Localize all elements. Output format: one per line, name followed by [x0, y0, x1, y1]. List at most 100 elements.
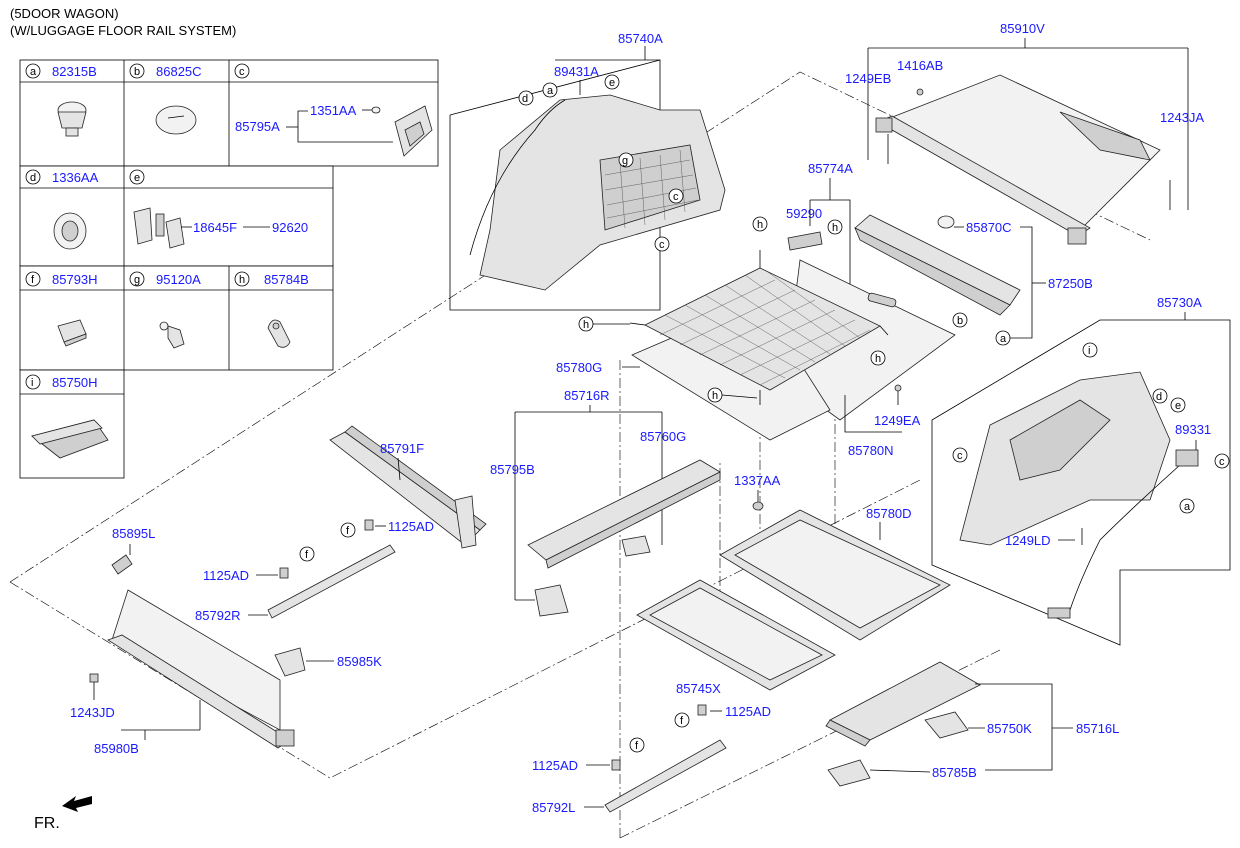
callout-circle [299, 546, 315, 562]
part-85980B[interactable]: 85980B [94, 741, 139, 756]
callout-circle [952, 447, 968, 463]
part-1125AD-a[interactable]: 1125AD [203, 568, 249, 583]
part-85895L[interactable]: 85895L [112, 526, 155, 541]
legend-part-85793H[interactable]: 85793H [52, 272, 98, 287]
part-85774A[interactable]: 85774A [808, 161, 853, 176]
part-1249LD[interactable]: 1249LD [1005, 533, 1051, 548]
grommet-1336AA-drawing [53, 212, 87, 250]
part-89431A[interactable]: 89431A [554, 64, 599, 79]
callout-circle [234, 63, 250, 79]
part-85745X[interactable]: 85745X [676, 681, 721, 696]
part-85750K[interactable]: 85750K [987, 721, 1032, 736]
part-1249EB[interactable]: 1249EB [845, 71, 891, 86]
legend-part-85784B[interactable]: 85784B [264, 272, 309, 287]
part-85795B[interactable]: 85795B [490, 462, 535, 477]
sill-rail-lh-group: 85792L 1125AD 1125AD f f [532, 704, 771, 815]
legend-letter-e: e [134, 172, 140, 184]
callout-letter-h: h [875, 353, 881, 365]
cell-e-assembly: 18645F 92620 [133, 207, 308, 249]
legend-part-92620[interactable]: 92620 [272, 220, 308, 235]
part-1249EA[interactable]: 1249EA [874, 413, 921, 428]
callout-letter-g: g [622, 155, 628, 167]
legend-part-1351AA[interactable]: 1351AA [310, 103, 357, 118]
tonneau-cover-group: 85910V 1249EB 1416AB 1243JA [845, 21, 1204, 245]
part-1125AD-b[interactable]: 1125AD [388, 519, 434, 534]
part-1243JA[interactable]: 1243JA [1160, 110, 1204, 125]
part-1125AD-d[interactable]: 1125AD [725, 704, 771, 719]
front-direction-indicator: FR. [34, 796, 92, 832]
part-85780D[interactable]: 85780D [866, 506, 912, 521]
legend-part-18645F[interactable]: 18645F [193, 220, 237, 235]
part-85870C[interactable]: 85870C [966, 220, 1012, 235]
callout-circle [542, 82, 558, 98]
legend-table: a 82315B b 86825C c d 1336AA e f 85793H … [19, 59, 439, 479]
legend-part-1336AA[interactable]: 1336AA [52, 170, 99, 185]
sill-rail-rh-group: 85792R 1125AD 1125AD f f [195, 519, 434, 623]
callout-letter-f: f [346, 525, 350, 537]
callout-letter-f: f [305, 549, 309, 561]
quarter-trim-rh-group: 85730A 89331 i d e c c a 1249LD [931, 295, 1231, 646]
callout-letter-c: c [659, 239, 665, 251]
callout-circle [1214, 453, 1230, 469]
part-85730A[interactable]: 85730A [1157, 295, 1202, 310]
callout-letter-f: f [680, 715, 684, 727]
callout-letter-a: a [1184, 501, 1191, 513]
part-89331[interactable]: 89331 [1175, 422, 1211, 437]
callout-letter-h: h [712, 390, 718, 402]
rail-lh-group: 85750K 85716L 85785B [825, 661, 1119, 787]
callout-letter-f: f [635, 740, 639, 752]
legend-part-85750H[interactable]: 85750H [52, 375, 98, 390]
callout-letter-b: b [957, 315, 963, 327]
callout-letter-a: a [1000, 333, 1007, 345]
callout-circle [518, 90, 534, 106]
legend-part-82315B[interactable]: 82315B [52, 64, 97, 79]
legend-letter-c: c [239, 66, 245, 78]
part-85792R[interactable]: 85792R [195, 608, 241, 623]
part-85780N[interactable]: 85780N [848, 443, 894, 458]
part-85740A[interactable]: 85740A [618, 31, 663, 46]
part-1337AA[interactable]: 1337AA [734, 473, 781, 488]
hook-85784B-drawing [267, 319, 291, 348]
callout-circle [629, 737, 645, 753]
part-85985K[interactable]: 85985K [337, 654, 382, 669]
trunk-sill-group: 85870C 87250B b a 1249EA [854, 214, 1093, 428]
part-85760G[interactable]: 85760G [640, 429, 686, 444]
cover-85750H-drawing [31, 419, 109, 459]
legend-letter-d: d [30, 172, 36, 184]
part-85780G[interactable]: 85780G [556, 360, 602, 375]
part-85792L[interactable]: 85792L [532, 800, 575, 815]
callout-circle [129, 271, 145, 287]
part-87250B[interactable]: 87250B [1048, 276, 1093, 291]
part-85785B[interactable]: 85785B [932, 765, 977, 780]
callout-letter-a: a [547, 85, 554, 97]
legend-part-85795A[interactable]: 85795A [235, 119, 280, 134]
part-85910V[interactable]: 85910V [1000, 21, 1045, 36]
callout-circle [340, 522, 356, 538]
legend-letter-h: h [239, 274, 245, 286]
part-85791F[interactable]: 85791F [380, 441, 424, 456]
clip-85793H-drawing [57, 319, 87, 347]
callout-letter-c: c [1219, 456, 1225, 468]
part-1125AD-c[interactable]: 1125AD [532, 758, 578, 773]
part-59290[interactable]: 59290 [786, 206, 822, 221]
legend-letter-g: g [134, 274, 140, 286]
legend-part-86825C[interactable]: 86825C [156, 64, 202, 79]
callout-letter-i: i [1088, 345, 1090, 357]
callout-letter-d: d [1156, 391, 1162, 403]
callout-letter-e: e [609, 77, 615, 89]
callout-circle [995, 330, 1011, 346]
callout-circle [234, 271, 250, 287]
part-85716L[interactable]: 85716L [1076, 721, 1119, 736]
callout-circle [870, 350, 886, 366]
part-1416AB[interactable]: 1416AB [897, 58, 943, 73]
callout-circle [1170, 397, 1186, 413]
quarter-trim-lh-group: 85740A 89431A a d e g c c [449, 31, 726, 311]
callout-circle [1082, 342, 1098, 358]
legend-part-95120A[interactable]: 95120A [156, 272, 201, 287]
callout-circle [25, 374, 41, 390]
part-85716R[interactable]: 85716R [564, 388, 610, 403]
part-1243JD[interactable]: 1243JD [70, 705, 115, 720]
callout-circle [827, 219, 843, 235]
callout-circle [129, 169, 145, 185]
luggage-trays-group: 85780D 85745X 1337AA [636, 473, 951, 696]
